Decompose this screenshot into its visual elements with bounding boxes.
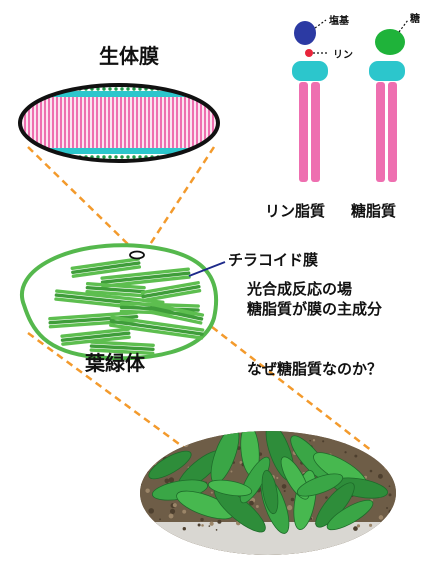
head-dot [108, 155, 111, 158]
head-dot [216, 87, 219, 90]
head-dot [108, 87, 111, 90]
head-dot [54, 155, 57, 158]
head-dot [30, 155, 33, 158]
head-dot [216, 155, 219, 158]
head-dot [30, 87, 33, 90]
thylakoid-membrane-label: チラコイド膜 [228, 249, 318, 270]
question-text: なぜ糖脂質なのか？ [247, 358, 382, 379]
head-dot [120, 87, 123, 90]
head-dot [36, 87, 39, 90]
head-dot [132, 87, 135, 90]
head-dot [198, 87, 201, 90]
head-dot [180, 87, 183, 90]
head-dot [210, 155, 213, 158]
bilayer-top-heads [10, 91, 230, 97]
head-dot [186, 155, 189, 158]
membrane-highlight-marker [130, 252, 144, 259]
head-dot [222, 155, 225, 158]
note-line-1: 光合成反応の場 [247, 278, 352, 299]
phospholipid-label: リン脂質 [265, 200, 325, 221]
head-dot [48, 155, 51, 158]
glycolipid-molecule [369, 29, 405, 182]
head-dot [102, 155, 105, 158]
head-dot [42, 155, 45, 158]
head-dot [210, 87, 213, 90]
chloroplast [22, 245, 216, 358]
head-dot [114, 87, 117, 90]
head-dot [126, 87, 129, 90]
sugar-group [375, 29, 405, 55]
head-dot [180, 155, 183, 158]
head-dot [204, 87, 207, 90]
head-dot [192, 87, 195, 90]
head-dot [186, 87, 189, 90]
glycolipid-label: 糖脂質 [351, 200, 396, 221]
head-dot [132, 155, 135, 158]
head-dot [48, 87, 51, 90]
phosphate-group [305, 49, 313, 57]
head-dot [102, 87, 105, 90]
phosphate-label: リン [333, 46, 353, 61]
head-dot [114, 155, 117, 158]
note-line-2: 糖脂質が膜の主成分 [247, 298, 382, 319]
head-dot [42, 87, 45, 90]
phospholipid-molecule [292, 21, 328, 182]
membrane-title: 生体膜 [99, 40, 159, 69]
head-dot [126, 155, 129, 158]
head-dot [18, 87, 21, 90]
base-group [294, 21, 316, 45]
head-dot [18, 155, 21, 158]
head-dot [24, 155, 27, 158]
head-dot [192, 155, 195, 158]
base-label: 塩基 [329, 12, 349, 27]
head-dot [222, 87, 225, 90]
head-dot [54, 87, 57, 90]
head-dot [24, 87, 27, 90]
chloroplast-label: 葉緑体 [85, 347, 145, 376]
membrane-magnified-view [10, 85, 230, 161]
lipid-bilayer-tails [10, 96, 230, 150]
sugar-label: 糖 [410, 10, 420, 25]
head-dot [198, 155, 201, 158]
head-dot [12, 155, 15, 158]
head-dot [120, 155, 123, 158]
plant-photo [130, 420, 410, 560]
head-dot [12, 87, 15, 90]
